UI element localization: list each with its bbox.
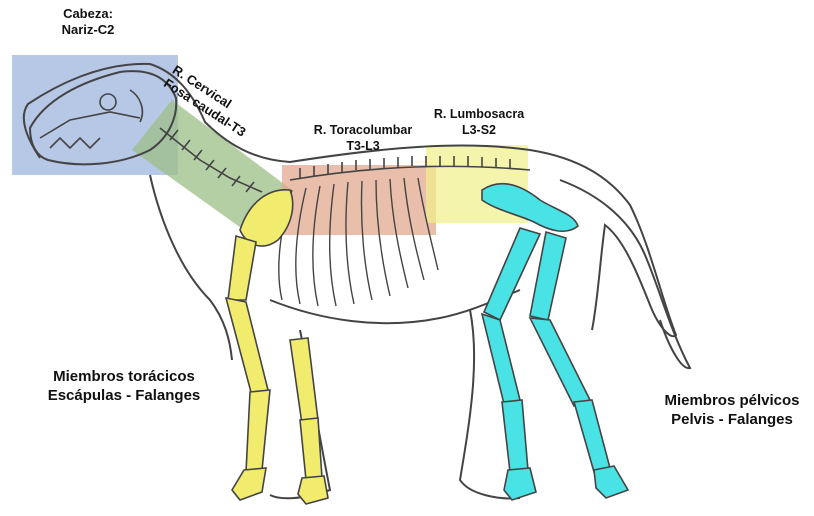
- pelvic-limbs-label-line2: Pelvis - Falanges: [640, 411, 814, 430]
- pelvic-limb-bones: [482, 184, 628, 500]
- thoracic-limbs-label-line2: Escápulas - Falanges: [24, 387, 224, 406]
- phalanges-pelvic-right: [594, 466, 628, 498]
- tail-outline: [560, 180, 690, 368]
- lumbosacral-label-line2: L3-S2: [418, 123, 540, 139]
- phalanges-pelvic-left: [504, 468, 536, 500]
- head-label-line1: Cabeza:: [38, 6, 138, 22]
- metatarsus-right: [574, 400, 610, 472]
- thoracolumbar-label-line2: T3-L3: [288, 139, 438, 155]
- lumbosacral-region-label: R. Lumbosacra L3-S2: [418, 107, 540, 138]
- tibia-left: [482, 314, 520, 404]
- thoracic-limbs-label: Miembros torácicos Escápulas - Falanges: [24, 368, 224, 406]
- carpus-metacarpus-left: [246, 390, 270, 472]
- humerus: [228, 236, 256, 300]
- head-label-line2: Nariz-C2: [38, 22, 138, 38]
- phalanges-left: [232, 468, 266, 500]
- thoracolumbar-region-label: R. Toracolumbar T3-L3: [288, 123, 438, 154]
- head-region-label: Cabeza: Nariz-C2: [38, 6, 138, 39]
- pelvic-limbs-label-line1: Miembros pélvicos: [640, 392, 814, 411]
- lumbosacral-label-line1: R. Lumbosacra: [418, 107, 540, 123]
- pelvis: [482, 184, 578, 232]
- pelvic-limbs-label: Miembros pélvicos Pelvis - Falanges: [640, 392, 814, 430]
- thoracolumbar-region: [282, 165, 436, 235]
- thoracolumbar-label-line1: R. Toracolumbar: [288, 123, 438, 139]
- radius-ulna-right: [290, 338, 318, 424]
- thoracic-limb-bones: [226, 190, 328, 504]
- tibia-right: [530, 318, 590, 406]
- metatarsus-left: [502, 400, 528, 472]
- metacarpus-right: [300, 418, 322, 480]
- thoracic-limbs-label-line1: Miembros torácicos: [24, 368, 224, 387]
- radius-ulna-left: [226, 298, 268, 396]
- phalanges-right: [298, 476, 328, 504]
